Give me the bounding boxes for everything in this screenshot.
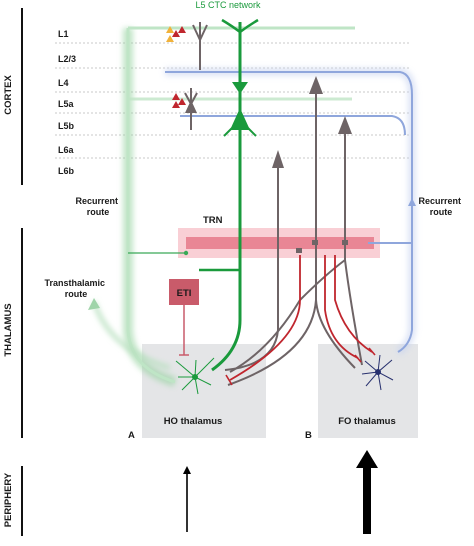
recurrent-left-label: Recurrent route bbox=[75, 196, 120, 217]
l5a-synapse-markers bbox=[172, 93, 186, 108]
layer-label-l5b: L5b bbox=[58, 121, 75, 131]
fo-peripheral-input bbox=[356, 450, 378, 534]
fo-neuron-soma bbox=[375, 369, 381, 375]
region-label-periphery: PERIPHERY bbox=[3, 472, 14, 527]
network-title: L5 CTC network bbox=[195, 0, 261, 10]
layer-label-l2-3: L2/3 bbox=[58, 54, 76, 64]
ctc-green-soma bbox=[230, 108, 250, 130]
transthalamic-route-arrow bbox=[92, 301, 171, 370]
recurrent-route-blue bbox=[165, 71, 413, 353]
eti-box bbox=[169, 279, 199, 305]
layer-label-l5a: L5a bbox=[58, 99, 75, 109]
blue-arrowhead bbox=[408, 198, 416, 206]
region-label-cortex: CORTEX bbox=[3, 75, 14, 115]
l1-synapse-markers bbox=[166, 26, 186, 42]
transthalamic-arrowhead bbox=[88, 298, 100, 310]
panel-label-a: A bbox=[128, 430, 135, 441]
red-bars bbox=[225, 347, 376, 386]
gray-soma-arrows bbox=[272, 76, 352, 168]
l5b-horizontal-blue bbox=[180, 115, 406, 136]
recurrent-right-label: Recurrent route bbox=[418, 196, 463, 217]
layer-label-l1: L1 bbox=[58, 29, 69, 39]
panel-label-b: B bbox=[305, 430, 312, 441]
l2-3-gray-pyramidal bbox=[192, 22, 208, 70]
l5a-gray-soma bbox=[185, 100, 197, 113]
region-label-thalamus: THALAMUS bbox=[3, 303, 14, 356]
trn-connector-dot bbox=[183, 250, 189, 256]
fo-thalamus-label: FO thalamus bbox=[338, 416, 396, 427]
transthalamic-label: Transthalamic route bbox=[44, 278, 107, 299]
trn-label: TRN bbox=[203, 215, 223, 226]
red-inhibitory-axons bbox=[229, 255, 373, 381]
ctc-green-tuft-left bbox=[221, 18, 241, 34]
ho-neuron-soma bbox=[192, 374, 198, 380]
layer-label-l4: L4 bbox=[58, 78, 69, 88]
ctc-green-basal bbox=[223, 127, 257, 137]
recurrent-route-blue-glow bbox=[165, 68, 416, 356]
eti-label: ETI bbox=[177, 288, 192, 299]
layer-label-l6a: L6a bbox=[58, 145, 75, 155]
ctc-green-arrow-down bbox=[232, 82, 248, 94]
gray-junctions bbox=[296, 240, 348, 253]
ho-thalamus-box bbox=[142, 344, 266, 438]
ho-thalamus-label: HO thalamus bbox=[164, 416, 223, 427]
ctc-green-axon bbox=[211, 130, 242, 372]
fo-thalamus-box bbox=[318, 344, 418, 438]
recurrent-route-green bbox=[126, 28, 176, 384]
layer-label-l6b: L6b bbox=[58, 166, 75, 176]
trn-inner bbox=[186, 237, 374, 249]
ctc-green-tuft-right bbox=[239, 18, 259, 34]
recurrent-route-green-glow bbox=[123, 28, 177, 387]
